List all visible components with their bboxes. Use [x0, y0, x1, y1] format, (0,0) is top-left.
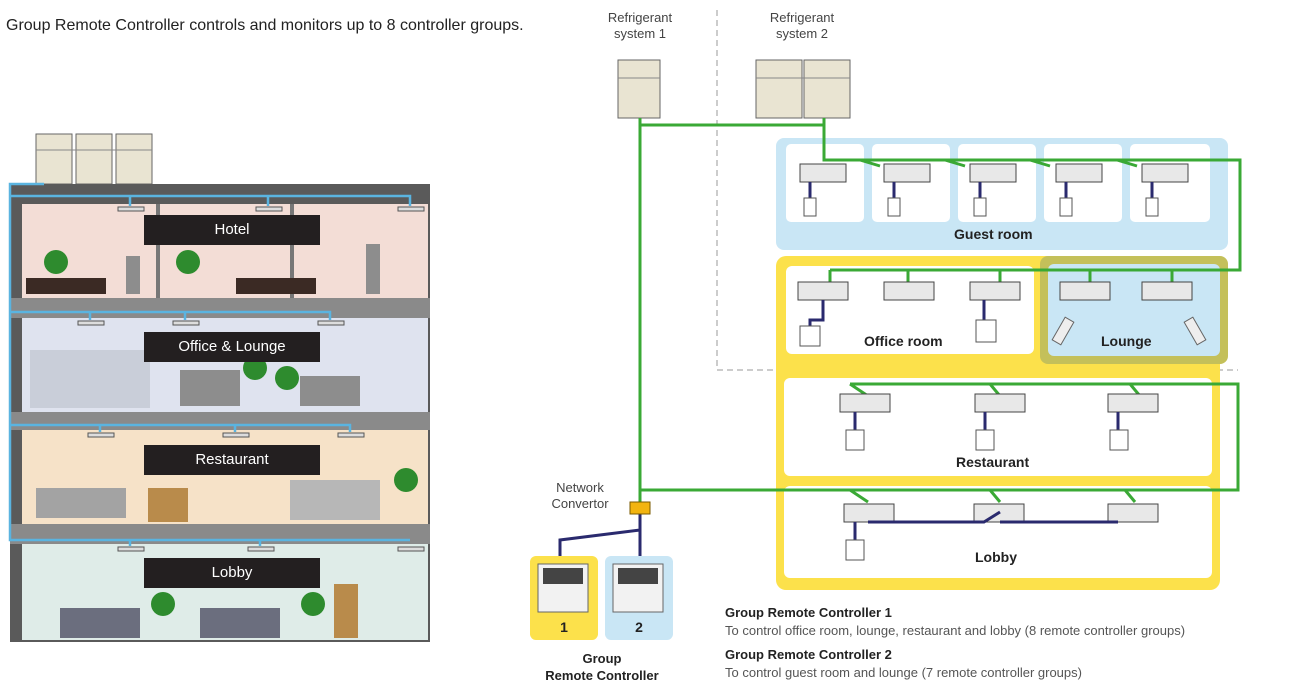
- floor-label-lobby: Lobby: [144, 558, 320, 588]
- legend-title-2: Group Remote Controller 2: [725, 647, 892, 662]
- refrigerant-piping: [8, 182, 412, 546]
- network-convertor-label: Network Convertor: [551, 480, 609, 511]
- network-convertor-box: [629, 501, 651, 515]
- group-controller-1-number: 1: [560, 619, 568, 635]
- controller-legend: Group Remote Controller 1 To control off…: [725, 604, 1297, 682]
- legend-desc-2: To control guest room and lounge (7 remo…: [725, 665, 1082, 680]
- intro-text: Group Remote Controller controls and mon…: [6, 17, 524, 34]
- floor-label-restaurant: Restaurant: [144, 445, 320, 475]
- zone-label-lobby: Lobby: [975, 549, 1017, 565]
- zone-label-restaurant: Restaurant: [956, 454, 1030, 470]
- refrigerant-system-2-label: Refrigerant system 2: [769, 10, 835, 41]
- group-controller-2-number: 2: [635, 619, 643, 635]
- zone-label-lounge: Lounge: [1101, 333, 1152, 349]
- refrigerant-system-1-label: Refrigerant system 1: [607, 10, 673, 41]
- wired-remote-controllers: [799, 197, 1159, 561]
- wireless-remotes: [1051, 316, 1207, 346]
- group-remote-controller-label: Group Remote Controller: [545, 651, 659, 683]
- refrigerant-system-1-unit: [617, 59, 661, 119]
- zone-restaurant: [784, 378, 1212, 476]
- zone-label-office-room: Office room: [864, 333, 943, 349]
- floor-label-hotel: Hotel: [144, 215, 320, 245]
- group-controller-devices: [537, 563, 664, 613]
- refrigerant-system-2-unit: [755, 59, 851, 119]
- indoor-units: [797, 163, 1193, 523]
- legend-desc-1: To control office room, lounge, restaura…: [725, 623, 1186, 638]
- legend-title-1: Group Remote Controller 1: [725, 605, 892, 620]
- zone-label-guest-room: Guest room: [954, 226, 1033, 242]
- outdoor-units-roof: [35, 133, 153, 185]
- floor-label-office-lounge: Office & Lounge: [144, 332, 320, 362]
- controller-wiring: [558, 182, 1154, 570]
